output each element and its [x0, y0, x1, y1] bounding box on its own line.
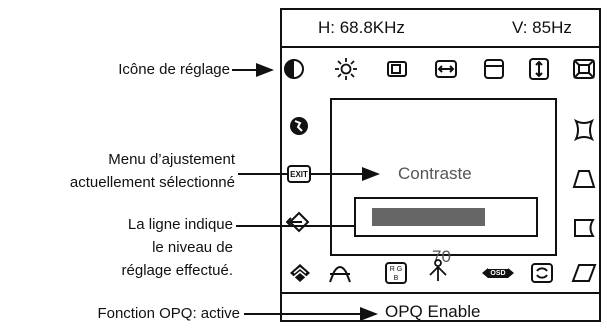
- exit-icon-label: EXIT: [290, 169, 308, 179]
- contrast-icon[interactable]: [280, 55, 308, 83]
- rotation-icon[interactable]: [528, 259, 556, 287]
- callout-adjust-icon-text: Icône de réglage: [118, 61, 230, 78]
- trapezoid-icon[interactable]: [570, 165, 598, 193]
- osd-position-label: OSD: [488, 268, 508, 278]
- moire-icon[interactable]: [286, 259, 314, 287]
- h-size-icon[interactable]: [383, 55, 411, 83]
- color-icon-label: R G B: [389, 266, 403, 282]
- osd-frame: [280, 8, 601, 322]
- osd-divider-top: [280, 46, 601, 48]
- zoom-icon[interactable]: [570, 55, 598, 83]
- callout-opq-text: Fonction OPQ: active: [97, 305, 240, 322]
- exit-icon[interactable]: EXIT: [285, 160, 313, 188]
- v-size-icon[interactable]: [525, 55, 553, 83]
- callout-opq-arrowhead: [360, 307, 378, 321]
- callout-selected-menu-line1: Menu d’ajustement: [108, 151, 235, 168]
- position-icon[interactable]: [424, 257, 452, 285]
- level-bar-frame[interactable]: [354, 197, 538, 237]
- v-frequency: V: 85Hz: [512, 18, 572, 37]
- degauss-icon[interactable]: [326, 259, 354, 287]
- callout-selected-menu-arrowhead: [362, 167, 380, 181]
- callout-adjust-icon-arrowhead: [256, 63, 274, 77]
- adjustment-panel: [330, 98, 557, 256]
- level-bar-fill: [372, 208, 485, 226]
- callout-level-line1: La ligne indique: [127, 216, 233, 233]
- recall-icon[interactable]: [285, 208, 313, 236]
- callout-level-line2: le niveau de: [152, 239, 233, 256]
- callout-level-line: La ligne indique le niveau de réglage ef…: [40, 213, 233, 282]
- callout-opq-line: [244, 313, 360, 315]
- callout-adjust-icon: Icône de réglage: [40, 58, 230, 81]
- pincushion-icon[interactable]: [570, 116, 598, 144]
- callout-level-line3: réglage effectué.: [121, 262, 233, 279]
- callout-selected-menu: Menu d’ajustement actuellement sélection…: [0, 148, 235, 194]
- brightness-icon[interactable]: [332, 55, 360, 83]
- h-frequency: H: 68.8KHz: [318, 18, 405, 37]
- opq-status: OPQ Enable: [385, 302, 481, 321]
- osd-position-icon[interactable]: OSD: [478, 259, 518, 287]
- pin-balance-icon[interactable]: [570, 214, 598, 242]
- parallelogram-icon[interactable]: [570, 259, 598, 287]
- callout-selected-menu-line2: actuellement sélectionné: [69, 174, 235, 191]
- color-icon[interactable]: R G B: [382, 259, 410, 287]
- h-position-icon[interactable]: [432, 55, 460, 83]
- language-icon[interactable]: [285, 112, 313, 140]
- osd-divider-bottom: [280, 292, 601, 294]
- selected-menu-label: Contraste: [398, 164, 472, 183]
- callout-adjust-icon-line: [232, 69, 256, 71]
- callout-opq: Fonction OPQ: active: [20, 302, 240, 325]
- level-value: 70: [432, 247, 451, 266]
- v-position-icon[interactable]: [480, 55, 508, 83]
